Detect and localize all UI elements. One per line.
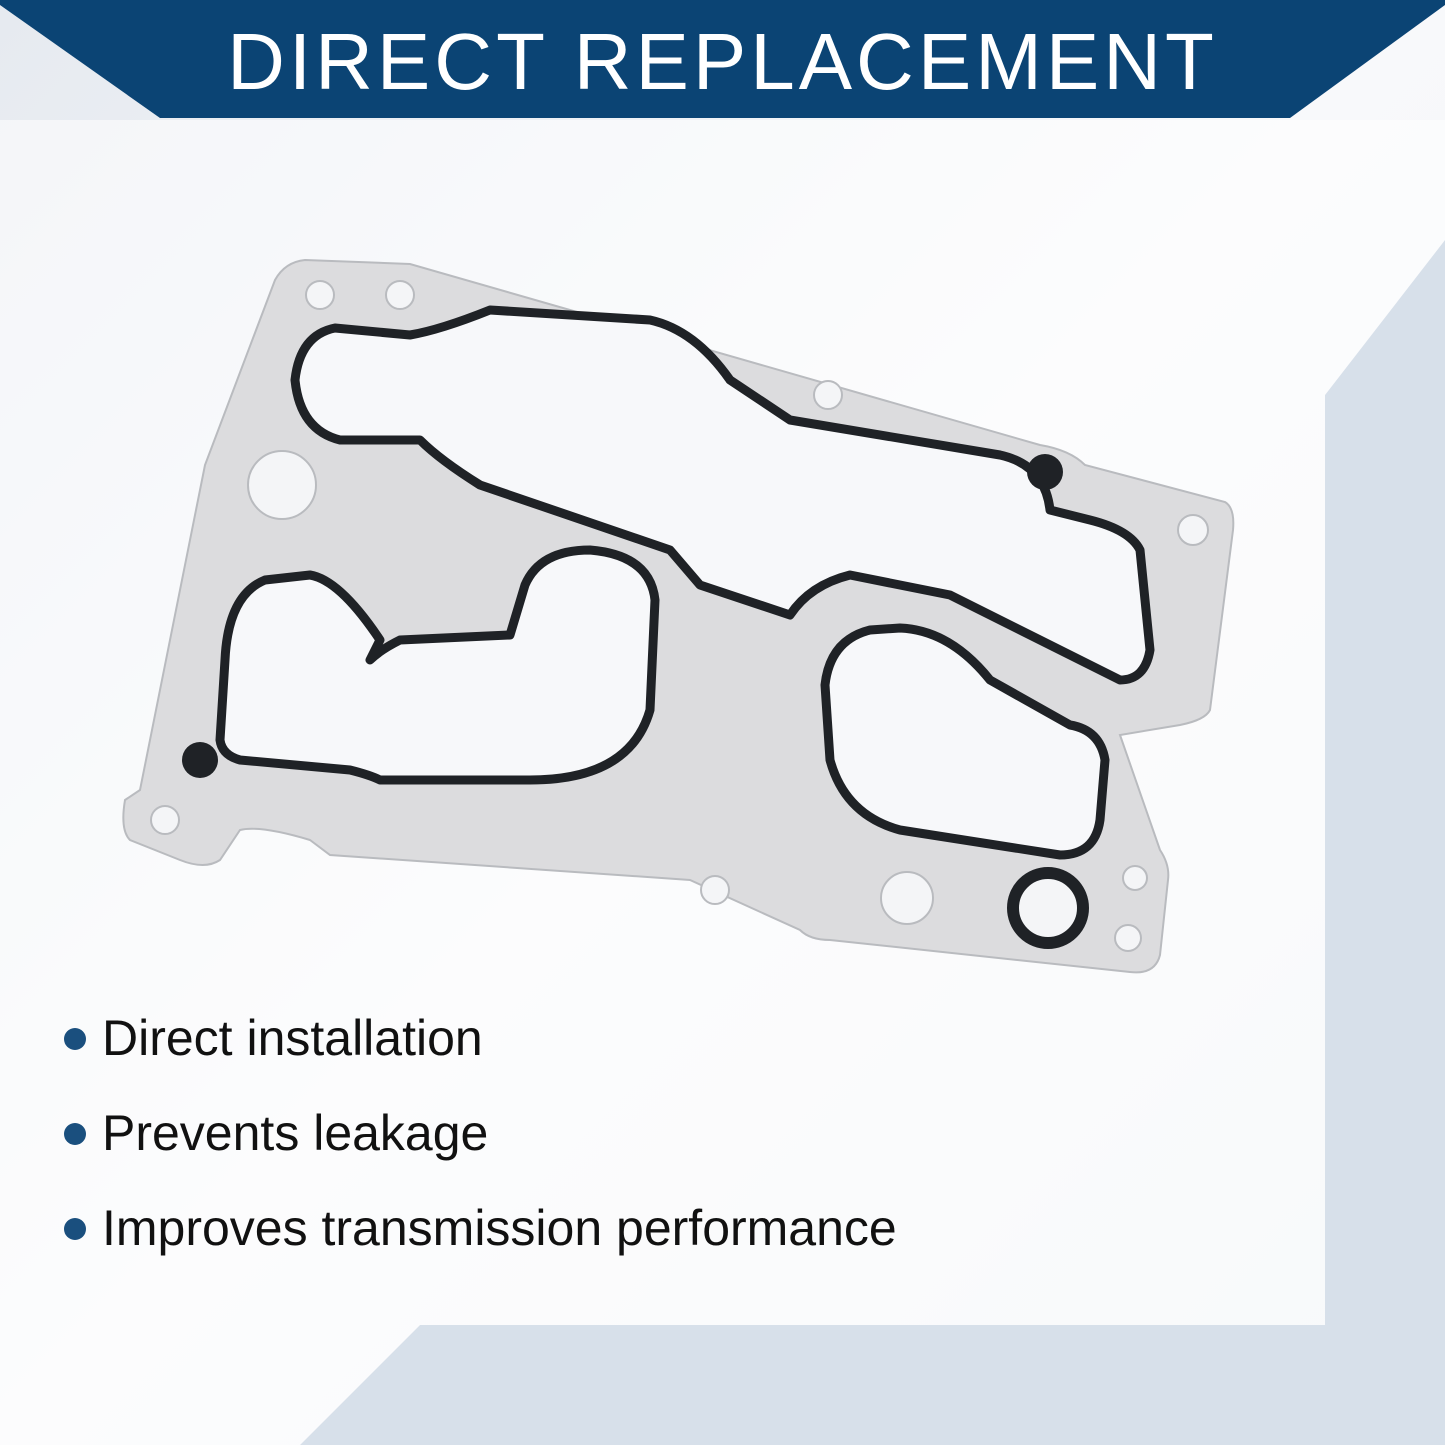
bolt-hole <box>1122 865 1148 891</box>
banner-shape <box>0 0 1445 118</box>
feature-item-improves-performance: Improves transmission performance <box>62 1195 1262 1290</box>
o-ring <box>1007 867 1089 949</box>
seal-loop-upper <box>290 305 1155 685</box>
bottom-accent-panel <box>300 1325 1445 1445</box>
bullet-icon <box>64 1218 86 1240</box>
bullet-icon <box>64 1028 86 1050</box>
feature-item-direct-installation: Direct installation <box>62 1005 1262 1100</box>
bolt-hole <box>880 871 934 925</box>
bullet-icon <box>64 1123 86 1145</box>
seal-loop-lower-left <box>215 545 660 785</box>
feature-label: Improves transmission performance <box>102 1200 897 1256</box>
bolt-hole <box>150 805 180 835</box>
feature-item-prevents-leakage: Prevents leakage <box>62 1100 1262 1195</box>
feature-label: Prevents leakage <box>102 1105 489 1161</box>
feature-label: Direct installation <box>102 1010 483 1066</box>
right-accent-panel <box>1325 240 1445 1445</box>
bolt-hole <box>1114 924 1142 952</box>
gasket-image <box>122 258 1235 974</box>
bolt-hole <box>700 875 730 905</box>
bolt-hole <box>1177 514 1209 546</box>
bolt-hole <box>385 280 415 310</box>
seal-loop-lower-right <box>820 623 1110 860</box>
bolt-hole <box>813 380 843 410</box>
banner-title: DIRECT REPLACEMENT <box>227 17 1218 106</box>
seal-nub <box>182 742 218 778</box>
feature-list: Direct installation Prevents leakage Imp… <box>62 1005 1262 1290</box>
bolt-hole <box>305 280 335 310</box>
header-banner: DIRECT REPLACEMENT <box>0 0 1445 120</box>
bolt-hole <box>247 450 317 520</box>
seal-nub <box>1027 454 1063 490</box>
